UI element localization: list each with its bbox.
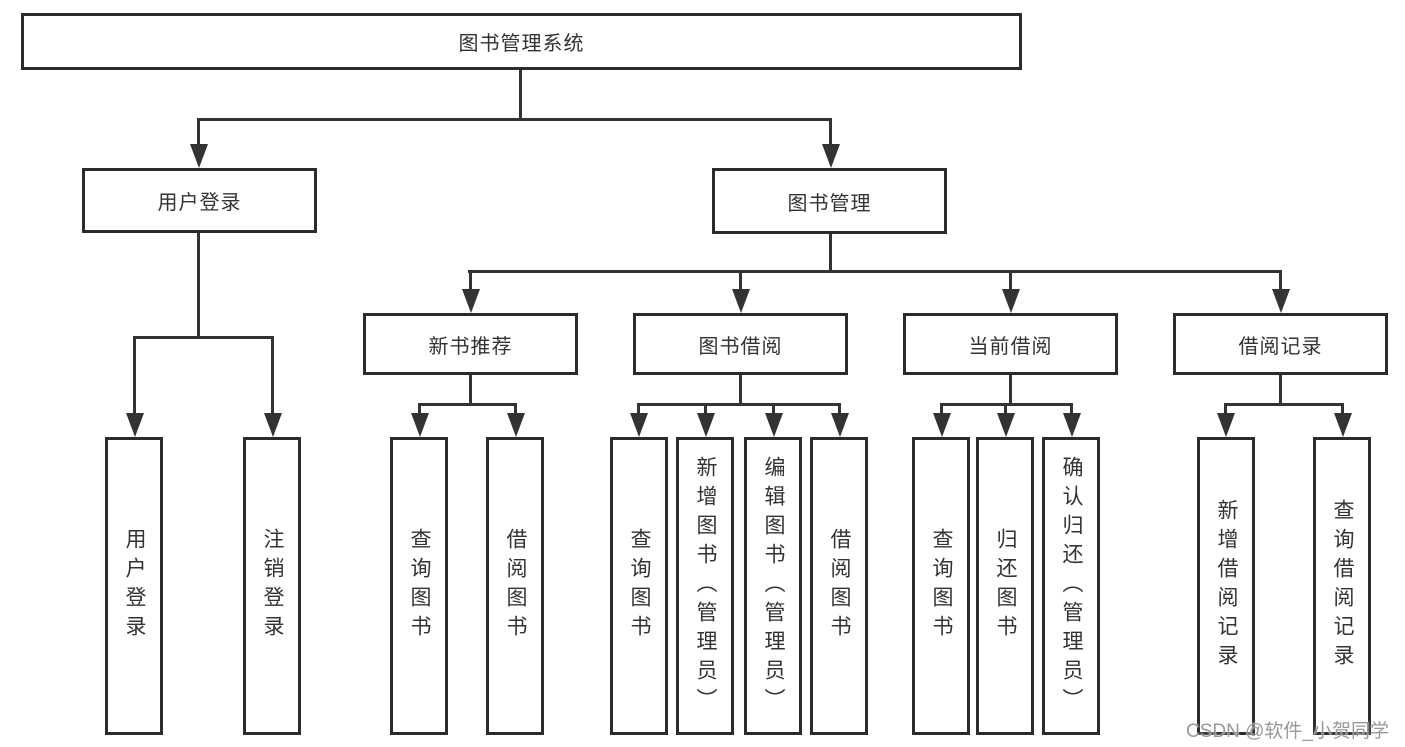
leaf-user-login-label: 用户登录 [123,528,146,644]
arrow-to-current-borrow [1001,270,1020,313]
node-new-book-recommend: 新书推荐 [363,313,578,375]
leaf-add-borrow-record-label: 新增借阅记录 [1215,499,1238,673]
node-root: 图书管理系统 [21,13,1022,70]
leaf-return-books-label: 归还图书 [994,528,1017,644]
arrow-to-borrow-records [1271,270,1290,313]
arrow-to-leaf-logout [263,336,282,437]
arrow-current-query [932,403,951,437]
node-user-login: 用户登录 [82,168,317,233]
node-new-book-recommend-label: 新书推荐 [428,335,513,358]
leaf-return-books: 归还图书 [976,437,1034,735]
leaf-borrow-books-recommend: 借阅图书 [486,437,544,735]
arrow-to-user-login [189,118,208,168]
connector-borrow-bar [637,403,841,406]
arrow-records-query [1333,403,1352,437]
connector-root-stem [519,70,522,118]
connector-current-stem [1009,375,1012,406]
node-current-borrow: 当前借阅 [903,313,1118,375]
connector-book-management-stem [829,234,832,273]
connector-records-bar [1224,403,1344,406]
node-book-borrow: 图书借阅 [633,313,848,375]
leaf-confirm-return-admin-label: 确认归还（管理员） [1060,455,1083,717]
leaf-add-books-admin: 新增图书（管理员） [676,437,734,735]
leaf-edit-books-admin: 编辑图书（管理员） [744,437,802,735]
arrow-recommend-query [410,403,429,437]
connector-book-management-bar [468,270,1282,273]
leaf-logout: 注销登录 [243,437,301,735]
leaf-edit-books-admin-label: 编辑图书（管理员） [762,455,785,717]
connector-recommend-bar [418,403,517,406]
arrow-records-add [1216,403,1235,437]
leaf-query-borrow-record-label: 查询借阅记录 [1331,499,1354,673]
watermark-text: CSDN @软件_小贺同学 [1186,721,1389,742]
arrow-current-confirm [1062,403,1081,437]
arrow-borrow-edit [764,403,783,437]
node-current-borrow-label: 当前借阅 [968,335,1053,358]
arrow-to-leaf-user-login [125,336,144,437]
connector-user-login-bar [133,336,274,339]
leaf-logout-label: 注销登录 [261,528,284,644]
arrow-to-new-book-recommend [461,270,480,313]
arrow-borrow-query [629,403,648,437]
arrow-to-book-management [821,118,840,168]
connector-borrow-stem [739,375,742,406]
leaf-add-borrow-record: 新增借阅记录 [1197,437,1255,735]
leaf-query-books-borrow-label: 查询图书 [628,528,651,644]
leaf-query-books-current-label: 查询图书 [930,528,953,644]
node-borrow-records-label: 借阅记录 [1238,335,1323,358]
arrow-borrow-add [696,403,715,437]
arrow-to-book-borrow [731,270,750,313]
leaf-borrow-books-label: 借阅图书 [828,528,851,644]
connector-user-login-stem [197,233,200,339]
leaf-query-books-recommend-label: 查询图书 [408,528,431,644]
node-book-management: 图书管理 [712,168,947,234]
leaf-borrow-books-recommend-label: 借阅图书 [504,528,527,644]
arrow-borrow-borrow [830,403,849,437]
leaf-confirm-return-admin: 确认归还（管理员） [1042,437,1100,735]
arrow-recommend-borrow [506,403,525,437]
connector-records-stem [1279,375,1282,406]
leaf-query-books-recommend: 查询图书 [390,437,448,735]
leaf-add-books-admin-label: 新增图书（管理员） [694,455,717,717]
leaf-user-login: 用户登录 [105,437,163,735]
leaf-query-borrow-record: 查询借阅记录 [1313,437,1371,735]
leaf-query-books-current: 查询图书 [912,437,970,735]
leaf-borrow-books: 借阅图书 [810,437,868,735]
node-root-label: 图书管理系统 [458,33,585,55]
node-book-borrow-label: 图书借阅 [698,335,783,358]
connector-root-bar [197,118,832,121]
leaf-query-books-borrow: 查询图书 [610,437,668,735]
node-borrow-records: 借阅记录 [1173,313,1388,375]
node-book-management-label: 图书管理 [787,192,872,215]
node-user-login-label: 用户登录 [157,192,242,214]
connector-recommend-stem [469,375,472,406]
arrow-current-return [996,403,1015,437]
